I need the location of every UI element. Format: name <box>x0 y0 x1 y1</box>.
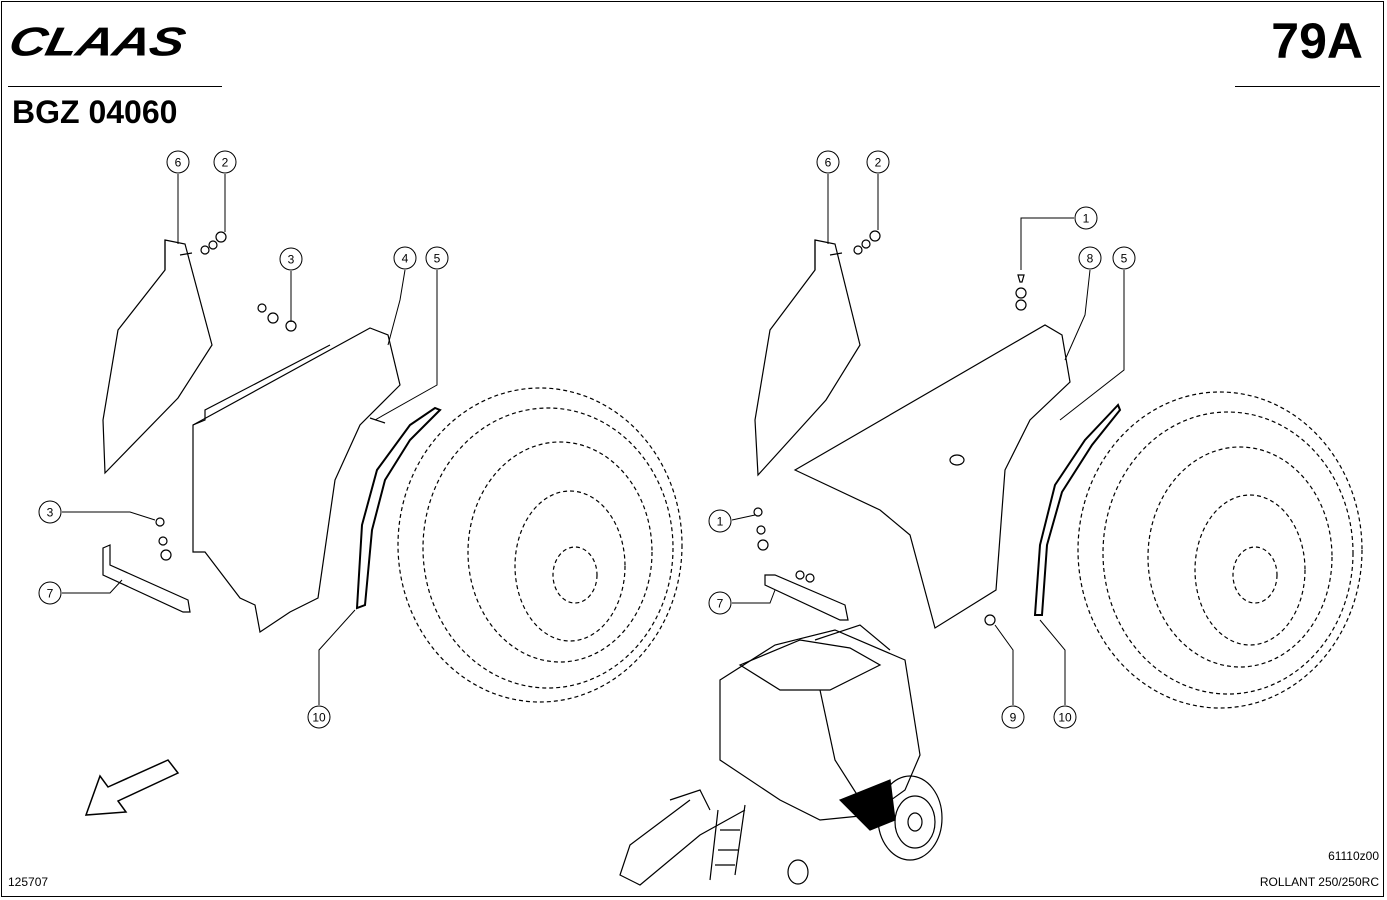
callout-left-10: 10 <box>307 705 331 729</box>
right-shield-part <box>754 239 861 477</box>
callout-left-2: 2 <box>213 150 237 174</box>
callout-right-1-bottom: 1 <box>708 509 732 533</box>
callout-left-4: 4 <box>393 246 417 270</box>
page-number: 79A <box>1271 13 1363 69</box>
left-shield-part <box>102 239 213 475</box>
svg-text:10: 10 <box>1058 711 1072 725</box>
svg-text:6: 6 <box>825 156 832 170</box>
model-name: ROLLANT 250/250RC <box>1259 875 1379 889</box>
left-assembly <box>102 231 683 703</box>
svg-text:4: 4 <box>402 252 409 266</box>
left-wheel <box>397 387 683 703</box>
baler-overview <box>619 624 943 886</box>
svg-text:7: 7 <box>717 597 724 611</box>
svg-text:1: 1 <box>717 515 724 529</box>
reference-code: 61110z00 <box>1328 849 1379 863</box>
callout-right-1-top: 1 <box>1074 206 1098 230</box>
right-assembly <box>753 230 1363 709</box>
right-wheel <box>1077 391 1363 709</box>
callout-left-3-bottom: 3 <box>38 500 62 524</box>
callout-right-10: 10 <box>1053 705 1077 729</box>
svg-text:7: 7 <box>47 587 54 601</box>
left-strip-part <box>355 406 442 610</box>
drawing-id: 125707 <box>8 875 49 889</box>
callout-leaders <box>62 174 1125 705</box>
callout-left-5: 5 <box>425 246 449 270</box>
left-bracket-part <box>102 544 191 613</box>
left-fender-part <box>192 327 401 634</box>
svg-text:6: 6 <box>175 156 182 170</box>
svg-text:3: 3 <box>288 253 295 267</box>
right-strip-part <box>1033 403 1122 616</box>
logo-underline <box>8 86 222 87</box>
svg-text:5: 5 <box>1121 252 1128 266</box>
group-code: BGZ 04060 <box>12 94 178 130</box>
svg-text:2: 2 <box>222 156 229 170</box>
callout-right-7: 7 <box>708 591 732 615</box>
right-fender-part <box>793 324 1071 629</box>
callout-left-3-top: 3 <box>279 247 303 271</box>
callout-right-2: 2 <box>866 150 890 174</box>
right-bracket-part <box>764 574 849 621</box>
callout-left-7: 7 <box>38 581 62 605</box>
svg-text:9: 9 <box>1010 711 1017 725</box>
svg-text:2: 2 <box>875 156 882 170</box>
callout-right-5: 5 <box>1112 246 1136 270</box>
callout-right-6: 6 <box>816 150 840 174</box>
svg-text:5: 5 <box>434 252 441 266</box>
callout-right-9: 9 <box>1001 705 1025 729</box>
svg-text:3: 3 <box>47 506 54 520</box>
page-number-underline <box>1235 86 1380 87</box>
direction-arrow-icon <box>84 759 180 816</box>
svg-text:8: 8 <box>1087 252 1094 266</box>
svg-text:10: 10 <box>312 711 326 725</box>
callout-right-8: 8 <box>1078 246 1102 270</box>
callout-left-6: 6 <box>166 150 190 174</box>
svg-text:1: 1 <box>1083 212 1090 226</box>
